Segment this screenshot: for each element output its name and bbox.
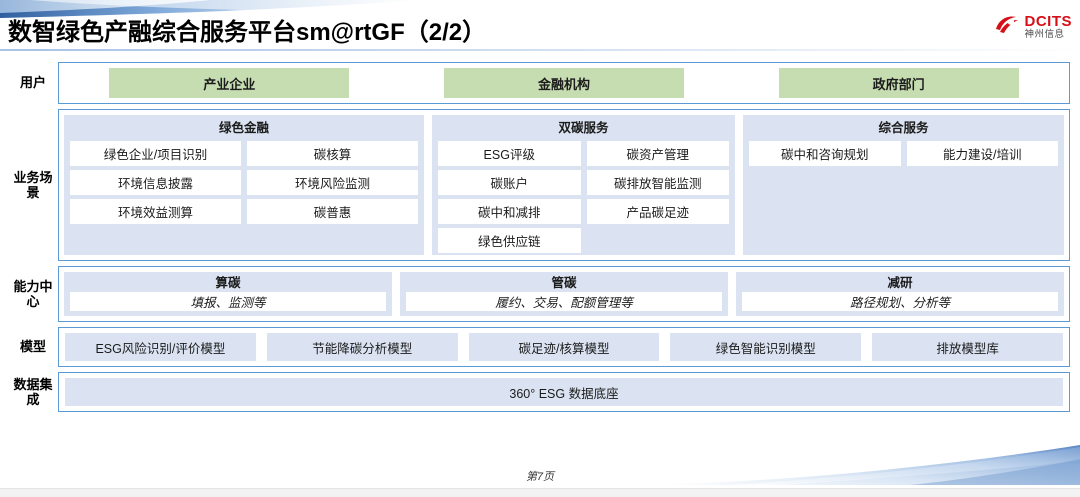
capability-subtitle[interactable]: 路径规划、分析等 xyxy=(742,292,1058,311)
scenario-group-comprehensive: 综合服务 碳中和咨询规划 能力建设/培训 xyxy=(743,115,1064,255)
page-number: 第7页 xyxy=(525,471,555,483)
slide-header: 数智绿色产融综合服务平台sm@rtGF（2/2） DCITS 神州信息 xyxy=(0,8,1080,51)
row-body-users: 产业企业 金融机构 政府部门 xyxy=(58,62,1070,104)
capability-group-carbon-accounting: 算碳 填报、监测等 xyxy=(64,272,392,316)
row-body-models: ESG风险识别/评价模型 节能降碳分析模型 碳足迹/核算模型 绿色智能识别模型 … xyxy=(58,327,1070,367)
row-body-capability-center: 算碳 填报、监测等 管碳 履约、交易、配额管理等 减研 路径规划、分析等 xyxy=(58,266,1070,322)
scenario-chip[interactable]: 环境风险监测 xyxy=(247,170,418,195)
scenario-group-green-finance: 绿色金融 绿色企业/项目识别 碳核算 环境信息披露 环境风险监测 环境效益测算 … xyxy=(64,115,424,255)
scenario-chip[interactable]: 能力建设/培训 xyxy=(906,141,1058,166)
row-body-business-scenarios: 绿色金融 绿色企业/项目识别 碳核算 环境信息披露 环境风险监测 环境效益测算 … xyxy=(58,109,1070,261)
scenario-chip[interactable]: 碳核算 xyxy=(247,141,418,166)
scenario-chip[interactable]: 环境信息披露 xyxy=(70,170,241,195)
group-title: 绿色金融 xyxy=(218,121,269,135)
capability-title: 算碳 xyxy=(215,276,241,290)
model-chip[interactable]: 节能降碳分析模型 xyxy=(266,333,458,361)
scenario-chip[interactable]: 碳中和咨询规划 xyxy=(749,141,901,166)
model-chip[interactable]: 排放模型库 xyxy=(872,333,1063,361)
brand-logo: DCITS 神州信息 xyxy=(994,14,1073,40)
capability-subtitle[interactable]: 履约、交易、配额管理等 xyxy=(406,292,722,311)
model-chip[interactable]: ESG风险识别/评价模型 xyxy=(65,333,256,361)
user-chip-financial[interactable]: 金融机构 xyxy=(444,68,684,98)
logo-name-cn: 神州信息 xyxy=(1024,29,1065,40)
user-cell: 金融机构 xyxy=(400,68,729,98)
group-items: 碳中和咨询规划 能力建设/培训 xyxy=(749,141,1058,166)
user-cell: 政府部门 xyxy=(734,68,1063,98)
scenario-chip[interactable]: ESG评级 xyxy=(438,141,581,166)
scenario-chip[interactable]: 碳账户 xyxy=(438,170,581,195)
model-chip[interactable]: 碳足迹/核算模型 xyxy=(468,333,660,361)
scenario-chip[interactable]: 碳资产管理 xyxy=(586,141,729,166)
scenario-chip[interactable]: 环境效益测算 xyxy=(70,199,241,224)
model-chip[interactable]: 绿色智能识别模型 xyxy=(670,333,862,361)
row-data-integration: 数据集成 360° ESG 数据底座 xyxy=(8,372,1070,412)
data-platform-chip[interactable]: 360° ESG 数据底座 xyxy=(65,378,1063,406)
row-label-users: 用户 xyxy=(19,75,46,91)
scenario-chip[interactable]: 碳中和减排 xyxy=(438,199,581,224)
user-chip-industry[interactable]: 产业企业 xyxy=(109,68,350,98)
scenario-chip[interactable]: 绿色供应链 xyxy=(438,228,581,253)
row-label-models: 模型 xyxy=(19,339,46,355)
row-label-capability-center: 能力中心 xyxy=(13,278,53,309)
scenario-chip[interactable]: 碳普惠 xyxy=(247,199,418,224)
header-divider xyxy=(0,49,1080,51)
row-body-data-integration: 360° ESG 数据底座 xyxy=(58,372,1070,412)
group-items: 绿色企业/项目识别 碳核算 环境信息披露 环境风险监测 环境效益测算 碳普惠 xyxy=(70,141,418,224)
logo-wordmark: DCITS 神州信息 xyxy=(1025,14,1073,40)
scenario-group-dual-carbon: 双碳服务 ESG评级 碳资产管理 碳账户 碳排放智能监测 碳中和减排 产品碳足迹… xyxy=(432,115,735,255)
user-cell: 产业企业 xyxy=(65,68,394,98)
row-label-data-integration: 数据集成 xyxy=(13,376,53,407)
row-business-scenarios: 业务场景 绿色金融 绿色企业/项目识别 碳核算 环境信息披露 环境风险监测 环境… xyxy=(8,109,1070,261)
capability-title: 管碳 xyxy=(551,276,577,290)
scenario-chip[interactable]: 产品碳足迹 xyxy=(586,199,729,224)
row-models: 模型 ESG风险识别/评价模型 节能降碳分析模型 碳足迹/核算模型 绿色智能识别… xyxy=(8,327,1070,367)
bottom-strip xyxy=(0,488,1080,497)
row-capability-center: 能力中心 算碳 填报、监测等 管碳 履约、交易、配额管理等 减研 路径规划、分析… xyxy=(8,266,1070,322)
dcits-swirl-icon xyxy=(994,14,1020,39)
group-items: ESG评级 碳资产管理 碳账户 碳排放智能监测 碳中和减排 产品碳足迹 绿色供应… xyxy=(438,141,729,253)
architecture-diagram: 用户 产业企业 金融机构 政府部门 业务场景 绿色金融 绿色 xyxy=(8,62,1070,412)
user-chip-government[interactable]: 政府部门 xyxy=(778,68,1019,98)
capability-title: 减研 xyxy=(887,276,913,290)
row-label-business-scenarios: 业务场景 xyxy=(13,169,53,200)
capability-group-reduction-research: 减研 路径规划、分析等 xyxy=(736,272,1064,316)
group-title: 双碳服务 xyxy=(558,121,609,135)
capability-group-carbon-management: 管碳 履约、交易、配额管理等 xyxy=(400,272,728,316)
scenario-chip[interactable]: 绿色企业/项目识别 xyxy=(70,141,241,166)
row-users: 用户 产业企业 金融机构 政府部门 xyxy=(8,62,1070,104)
group-title: 综合服务 xyxy=(878,121,929,135)
scenario-chip[interactable]: 碳排放智能监测 xyxy=(586,170,729,195)
capability-subtitle[interactable]: 填报、监测等 xyxy=(70,292,386,311)
page-title: 数智绿色产融综合服务平台sm@rtGF（2/2） xyxy=(8,19,487,46)
logo-name: DCITS xyxy=(1024,13,1072,30)
